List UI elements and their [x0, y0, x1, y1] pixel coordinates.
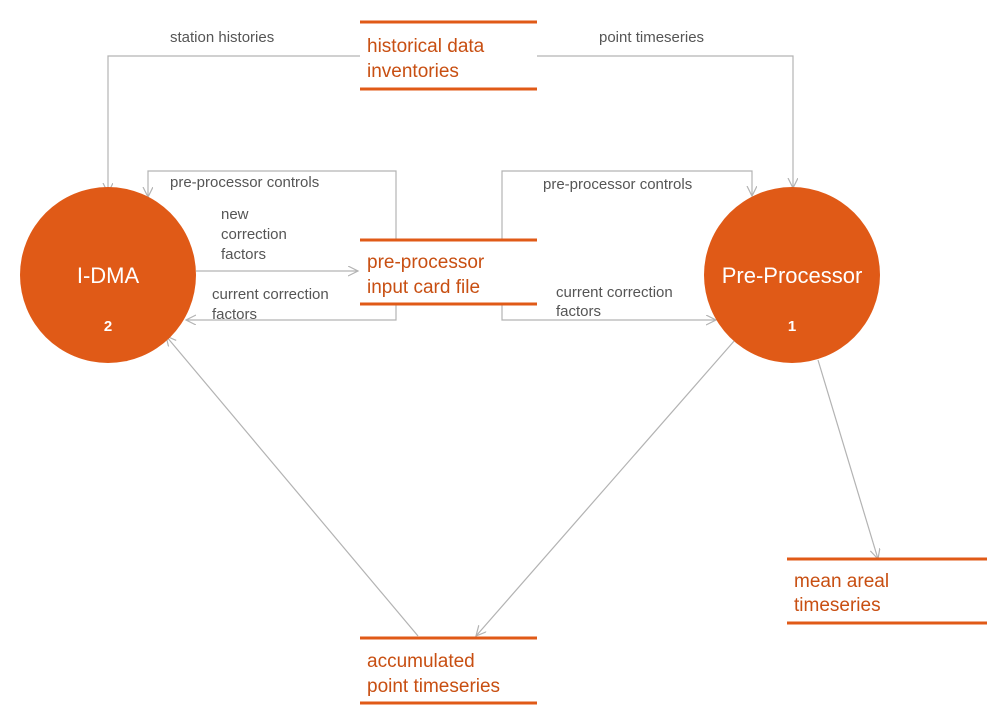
store-historical: historical data inventories [360, 20, 537, 91]
store-accumulated-label-2: point timeseries [367, 676, 500, 697]
process-preprocessor-circle [704, 187, 880, 363]
store-cardfile-label-2: input card file [367, 277, 480, 298]
controls-right-label: pre-processor controls [543, 176, 692, 193]
current-left-flow [186, 304, 397, 320]
store-accumulated: accumulated point timeseries [360, 636, 537, 705]
store-mean: mean areal timeseries [787, 557, 987, 625]
process-idma-circle [20, 187, 196, 363]
point-timeseries-flow [537, 55, 793, 188]
station-histories-label: station histories [170, 29, 274, 46]
new-factors-label-3: factors [221, 246, 266, 263]
process-idma: I-DMA 2 [20, 187, 196, 363]
new-factors-label-2: correction [221, 226, 287, 243]
controls-right-flow [501, 170, 752, 240]
preprocessor-to-mean-flow [817, 359, 878, 559]
process-idma-label: I-DMA [77, 263, 140, 288]
process-idma-number: 2 [104, 318, 112, 335]
store-cardfile-label-1: pre-processor [367, 252, 485, 273]
process-preprocessor-number: 1 [788, 318, 796, 335]
current-right-label-2: factors [556, 303, 601, 320]
preprocessor-to-accumulated-flow [476, 339, 736, 636]
accumulated-to-idma-flow [166, 336, 419, 637]
store-historical-label-2: inventories [367, 61, 459, 82]
point-timeseries-label: point timeseries [599, 29, 704, 46]
store-accumulated-label-1: accumulated [367, 651, 475, 672]
store-mean-label-2: timeseries [794, 595, 881, 616]
current-left-label-2: factors [212, 306, 257, 323]
store-historical-label-1: historical data [367, 36, 485, 57]
station-histories-flow [108, 55, 360, 193]
controls-left-label: pre-processor controls [170, 174, 319, 191]
store-cardfile: pre-processor input card file [360, 238, 537, 306]
store-mean-label-1: mean areal [794, 571, 889, 592]
new-factors-label-1: new [221, 206, 249, 223]
controls-left-flow [148, 170, 397, 240]
current-left-label-1: current correction [212, 286, 329, 303]
current-right-label-1: current correction [556, 284, 673, 301]
process-preprocessor-label: Pre-Processor [722, 263, 863, 288]
process-preprocessor: Pre-Processor 1 [704, 187, 880, 363]
current-right-flow [501, 304, 716, 320]
